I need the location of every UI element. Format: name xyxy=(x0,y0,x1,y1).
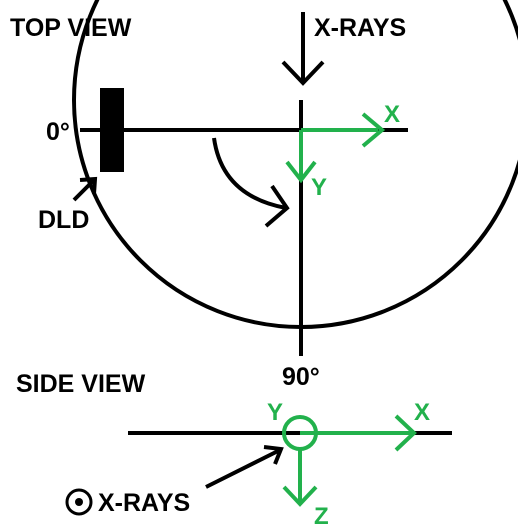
side-z-axis-label: Z xyxy=(314,503,329,530)
xray-out-of-page-icon xyxy=(65,488,93,516)
side-z-axis-arrow xyxy=(282,449,318,507)
xray-down-arrow xyxy=(281,12,325,86)
side-x-axis-label: X xyxy=(414,399,430,426)
rotation-arrow xyxy=(212,137,290,228)
side-y-axis-label: Y xyxy=(267,399,283,426)
side-view-title: SIDE VIEW xyxy=(16,370,146,398)
top-view-title: TOP VIEW xyxy=(10,14,132,42)
dld-pointer-arrow xyxy=(72,176,98,202)
top-x-axis-arrow xyxy=(301,112,386,148)
ninety-degree-label: 90° xyxy=(282,363,320,391)
top-view: TOP VIEW X-RAYS 0° 90° DLD X Y xyxy=(10,0,518,391)
side-xrays-label: X-RAYS xyxy=(98,489,190,517)
top-y-axis-label: Y xyxy=(311,174,327,201)
side-x-axis-arrow xyxy=(300,414,417,452)
side-xray-pointer-arrow xyxy=(205,445,284,489)
dld-label: DLD xyxy=(38,206,89,234)
top-x-axis-label: X xyxy=(384,101,400,128)
side-view: SIDE VIEW Y X Z X-RAYS xyxy=(16,370,452,530)
detector-block xyxy=(100,88,124,172)
sample-circle xyxy=(72,0,518,329)
zero-degree-label: 0° xyxy=(46,118,70,146)
top-y-axis-arrow xyxy=(285,130,317,184)
top-xrays-label: X-RAYS xyxy=(314,14,406,42)
